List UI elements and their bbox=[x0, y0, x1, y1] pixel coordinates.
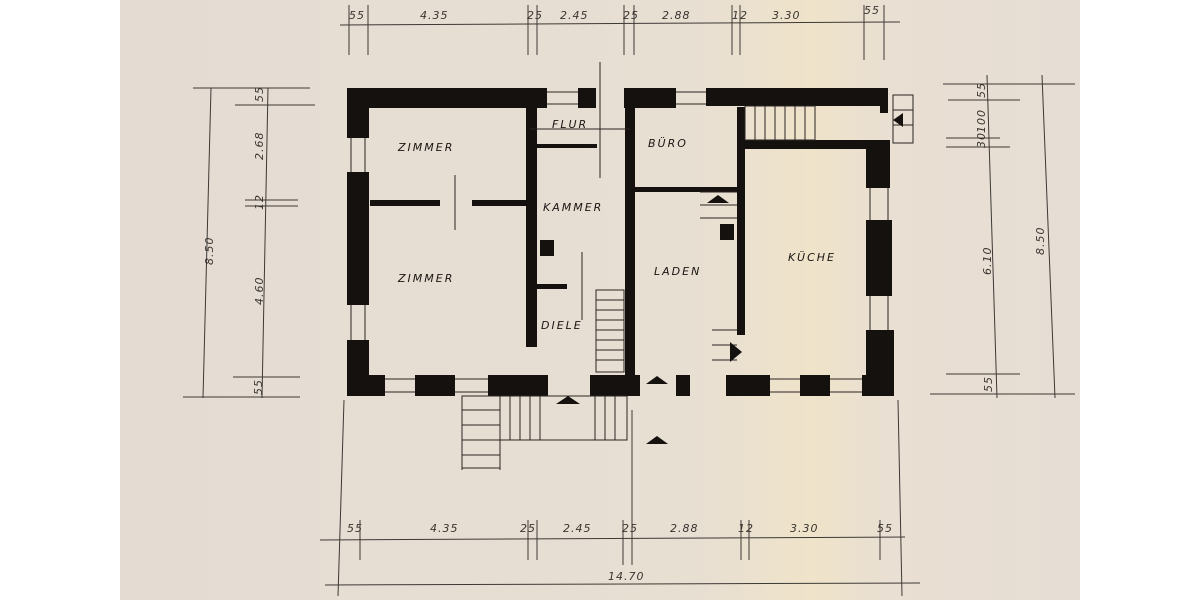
dim-top-5: 2.88 bbox=[662, 9, 691, 22]
bottom-dimension-lines: 55 4.35 25 2.45 25 2.88 12 3.30 55 14.70 bbox=[319, 399, 921, 597]
dim-top-3: 2.45 bbox=[560, 9, 589, 22]
dim-left-2: 12 bbox=[253, 194, 266, 210]
dim-bottom-4: 25 bbox=[622, 522, 638, 535]
dim-bottom-1: 4.35 bbox=[430, 522, 459, 535]
dim-left-0: 55 bbox=[253, 86, 266, 102]
dim-right-2: 30 bbox=[975, 132, 988, 148]
arrow-markers bbox=[556, 113, 903, 444]
dim-right-0: 55 bbox=[975, 82, 988, 98]
dim-bottom-0: 55 bbox=[347, 522, 363, 535]
room-label-buero: BÜRO bbox=[648, 137, 688, 150]
dim-top-8: 55 bbox=[864, 4, 880, 17]
room-label-zimmer-top: ZIMMER bbox=[397, 141, 454, 154]
right-dimension-lines: 55 100 30 6.10 55 8.50 bbox=[930, 74, 1075, 399]
dim-left-1: 2.68 bbox=[253, 132, 266, 161]
dim-bottom-7: 3.30 bbox=[790, 522, 819, 535]
dim-left-4: 55 bbox=[252, 379, 265, 395]
room-label-laden: LADEN bbox=[654, 265, 701, 278]
dim-right-4: 55 bbox=[982, 376, 995, 392]
dim-left-3: 4.60 bbox=[253, 277, 266, 306]
dim-top-7: 3.30 bbox=[772, 9, 801, 22]
dim-right-1: 100 bbox=[975, 109, 988, 133]
room-label-flur: FLUR bbox=[552, 118, 588, 131]
walls bbox=[347, 88, 894, 396]
dim-left-total: 8.50 bbox=[203, 237, 216, 266]
dim-top-1: 4.35 bbox=[420, 9, 449, 22]
interior-stair bbox=[595, 289, 625, 373]
dim-top-2: 25 bbox=[527, 9, 543, 22]
dim-bottom-2: 25 bbox=[520, 522, 536, 535]
dim-right-3: 6.10 bbox=[981, 247, 994, 276]
dim-top-0: 55 bbox=[349, 9, 365, 22]
room-label-kueche: KÜCHE bbox=[788, 251, 836, 264]
room-label-diele: DIELE bbox=[541, 319, 583, 332]
dim-bottom-6: 12 bbox=[738, 522, 754, 535]
dim-top-6: 12 bbox=[732, 9, 748, 22]
dim-bottom-5: 2.88 bbox=[670, 522, 699, 535]
dim-bottom-8: 55 bbox=[877, 522, 893, 535]
dim-bottom-total: 14.70 bbox=[608, 570, 645, 583]
windows bbox=[350, 62, 889, 393]
dim-top-4: 25 bbox=[623, 9, 639, 22]
upper-stair bbox=[744, 94, 914, 144]
room-label-kammer: KAMMER bbox=[543, 201, 603, 214]
room-label-zimmer-bottom: ZIMMER bbox=[397, 272, 454, 285]
top-dimension-line: 55 4.35 25 2.45 25 2.88 12 3.30 55 bbox=[339, 4, 901, 60]
left-dimension-lines: 8.50 55 2.68 12 4.60 55 bbox=[183, 86, 315, 399]
dim-right-total: 8.50 bbox=[1034, 227, 1047, 256]
dim-bottom-3: 2.45 bbox=[563, 522, 592, 535]
